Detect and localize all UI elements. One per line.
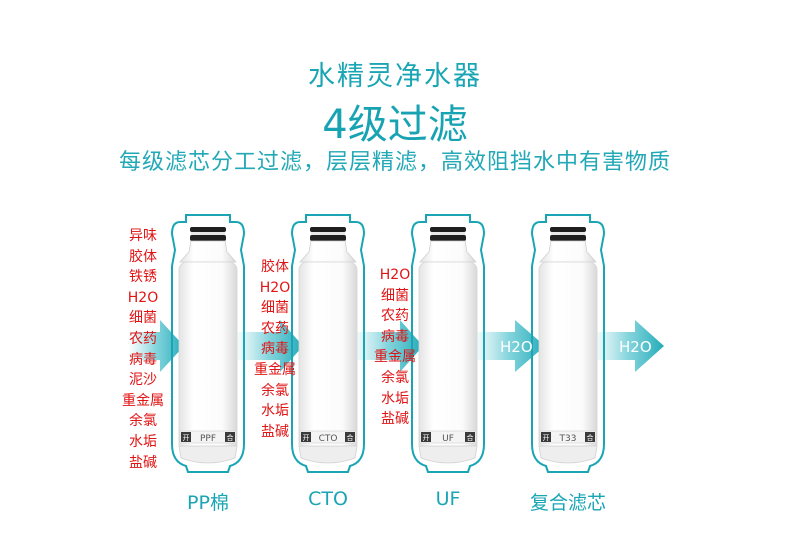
stage3-contaminant-item: 余氯 <box>381 369 409 386</box>
filter-cartridge-1: 开 合 PPF <box>170 214 246 473</box>
open-tag: 开 <box>423 434 430 442</box>
page-tagline: 每级滤芯分工过滤，层层精滤，高效阻挡水中有害物质 <box>118 150 671 175</box>
close-tag: 合 <box>227 433 234 442</box>
stage2-contaminant-item: 农药 <box>261 320 289 337</box>
stage1-contaminant-item: 病毒 <box>129 351 157 368</box>
stage3-contaminant-item: 细菌 <box>381 287 409 304</box>
cartridge-outline <box>290 214 366 473</box>
cartridge-outline <box>530 214 606 473</box>
page-subtitle: 4级过滤 <box>322 102 468 148</box>
stage2-contaminant-item: H2O <box>259 279 291 296</box>
cartridge-code: PPF <box>200 434 216 444</box>
cartridge-body <box>178 261 238 453</box>
filter-name-3: UF <box>435 488 461 510</box>
cartridge-code: CTO <box>319 434 338 444</box>
stage1-contaminant-item: H2O <box>127 289 159 306</box>
stage2-contaminant-item: 病毒 <box>261 341 289 358</box>
filter-name-2: CTO <box>308 488 348 510</box>
stage3-contaminant-item: 重金属 <box>374 349 416 366</box>
stage1-contaminant-list: 异味胶体铁锈 H2O 细菌农药病毒泥沙重金属余氯水垢盐碱 <box>112 226 174 473</box>
stage2-contaminant-item: 余氯 <box>261 382 289 399</box>
flow-arrow-3 <box>352 320 423 372</box>
stage2-contaminant-item: 细菌 <box>261 300 289 317</box>
flow-arrow-4 <box>472 320 545 372</box>
stage2-contaminant-list: 胶体 H2O 细菌农药病毒重金属余氯水垢盐碱 <box>248 257 302 442</box>
filter-cartridge-2: 开 合 CTO <box>290 214 366 473</box>
stage3-contaminant-item: 盐碱 <box>381 411 409 428</box>
stage1-contaminant-item: 异味 <box>129 228 157 244</box>
stage1-contaminant-item: 胶体 <box>129 248 157 265</box>
stage2-contaminant-item: 重金属 <box>254 361 296 378</box>
stage1-contaminant-item: 余氯 <box>129 413 157 430</box>
filter-name-4: 复合滤芯 <box>529 492 606 514</box>
flow-arrow-5 <box>592 320 664 372</box>
close-tag: 合 <box>467 433 474 442</box>
cartridge-outline <box>410 214 486 473</box>
cartridge-body <box>298 261 358 453</box>
stage1-contaminant-item: 重金属 <box>122 392 164 409</box>
stage2-contaminant-item: 胶体 <box>261 259 289 275</box>
close-tag: 合 <box>587 433 594 442</box>
open-tag: 开 <box>543 434 550 442</box>
stage1-contaminant-item: 细菌 <box>129 310 157 327</box>
stage2-contaminant-item: 盐碱 <box>261 423 289 440</box>
cartridge-code: T33 <box>559 434 577 444</box>
stage1-contaminant-item: 盐碱 <box>129 454 157 471</box>
flow-arrow-2 <box>234 320 303 372</box>
cartridge-code: UF <box>442 434 454 444</box>
filter-cartridge-4: 开 合 T33 <box>530 214 606 473</box>
output-label: H2O <box>619 338 652 356</box>
cartridge-body <box>538 261 598 453</box>
stage1-contaminant-item: 农药 <box>129 330 157 347</box>
open-tag: 开 <box>303 434 310 442</box>
stage1-contaminant-item: 铁锈 <box>129 269 157 286</box>
stage4-input-label: H2O <box>500 338 533 356</box>
flow-arrow-1 <box>128 320 184 372</box>
stage3-contaminant-item: 病毒 <box>381 328 409 345</box>
stage3-contaminant-list: H2O 细菌农药病毒重金属余氯水垢盐碱 <box>368 265 422 430</box>
filter-name-1: PP棉 <box>187 492 229 514</box>
stage1-contaminant-item: 水垢 <box>129 433 157 450</box>
page-title: 水精灵净水器 <box>308 61 482 92</box>
cartridge-body <box>418 261 478 453</box>
stage3-contaminant-item: H2O <box>379 267 411 283</box>
close-tag: 合 <box>347 433 354 442</box>
stage1-contaminant-item: 泥沙 <box>129 372 157 389</box>
stage3-contaminant-item: 农药 <box>381 308 409 325</box>
cartridge-outline <box>170 214 246 473</box>
stage2-contaminant-item: 水垢 <box>261 403 289 420</box>
stage3-contaminant-item: 水垢 <box>381 390 409 407</box>
filter-cartridge-3: 开 合 UF <box>410 214 486 473</box>
open-tag: 开 <box>183 434 190 442</box>
